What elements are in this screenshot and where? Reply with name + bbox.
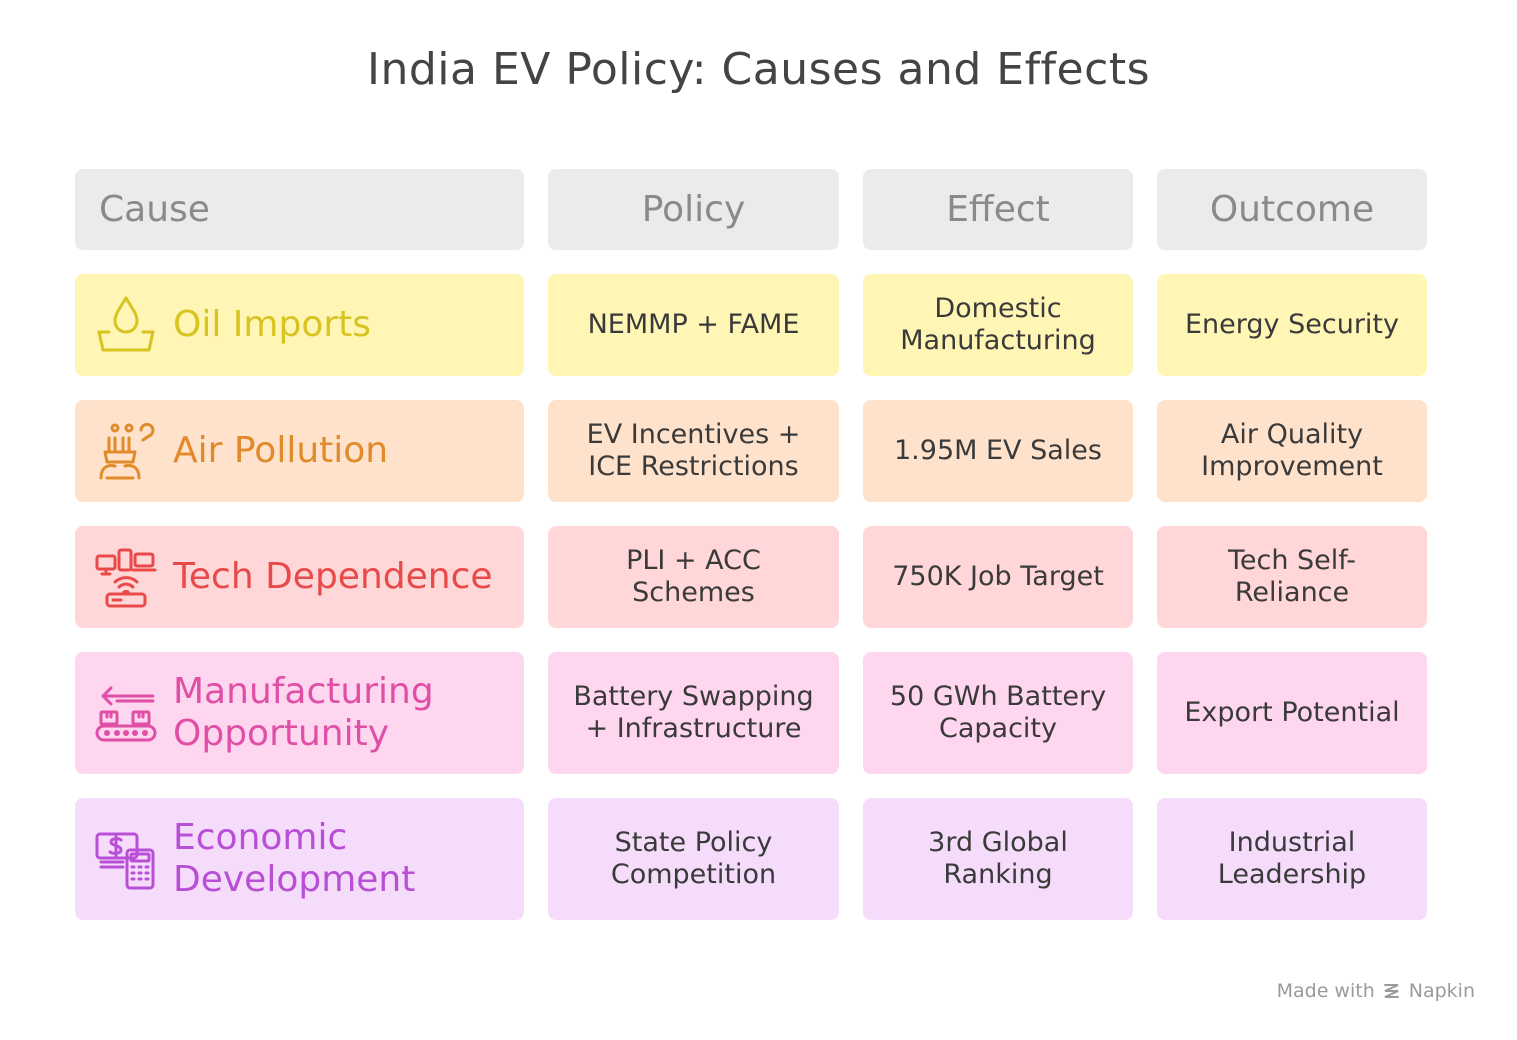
- oil-drop-icon: [93, 292, 159, 358]
- policy-cell: Battery Swapping + Infrastructure: [548, 652, 839, 774]
- effect-cell: 1.95M EV Sales: [863, 400, 1133, 502]
- cause-effect-table: Cause Policy Effect Outcome Oil Imports …: [75, 169, 1427, 920]
- header-effect: Effect: [863, 169, 1133, 250]
- napkin-logo-icon: [1381, 980, 1403, 1002]
- policy-cell: EV Incentives + ICE Restrictions: [548, 400, 839, 502]
- cause-cell-economic-development: Economic Development: [75, 798, 524, 920]
- cause-cell-manufacturing-opportunity: Manufacturing Opportunity: [75, 652, 524, 774]
- outcome-cell: Industrial Leadership: [1157, 798, 1427, 920]
- effect-cell: Domestic Manufacturing: [863, 274, 1133, 376]
- footer-attribution: Made with Napkin: [1277, 980, 1475, 1002]
- outcome-cell: Tech Self-Reliance: [1157, 526, 1427, 628]
- pollution-icon: [93, 418, 159, 484]
- policy-cell: State Policy Competition: [548, 798, 839, 920]
- outcome-cell: Air Quality Improvement: [1157, 400, 1427, 502]
- cause-label: Air Pollution: [173, 430, 389, 471]
- header-outcome: Outcome: [1157, 169, 1427, 250]
- cause-cell-air-pollution: Air Pollution: [75, 400, 524, 502]
- policy-cell: NEMMP + FAME: [548, 274, 839, 376]
- cause-label: Economic Development: [173, 817, 416, 900]
- napkin-brand: Napkin: [1408, 980, 1475, 1002]
- tech-devices-icon: [93, 544, 159, 610]
- cause-label: Manufacturing Opportunity: [173, 671, 434, 754]
- header-policy: Policy: [548, 169, 839, 250]
- effect-cell: 750K Job Target: [863, 526, 1133, 628]
- cause-label: Oil Imports: [173, 304, 372, 345]
- page-title: India EV Policy: Causes and Effects: [367, 44, 1150, 95]
- effect-cell: 50 GWh Battery Capacity: [863, 652, 1133, 774]
- header-cause: Cause: [75, 169, 524, 250]
- conveyor-icon: [93, 680, 159, 746]
- money-calculator-icon: [93, 826, 159, 892]
- made-with-label: Made with: [1276, 980, 1375, 1002]
- cause-cell-oil-imports: Oil Imports: [75, 274, 524, 376]
- outcome-cell: Energy Security: [1157, 274, 1427, 376]
- cause-cell-tech-dependence: Tech Dependence: [75, 526, 524, 628]
- cause-label: Tech Dependence: [173, 556, 493, 597]
- effect-cell: 3rd Global Ranking: [863, 798, 1133, 920]
- outcome-cell: Export Potential: [1157, 652, 1427, 774]
- policy-cell: PLI + ACC Schemes: [548, 526, 839, 628]
